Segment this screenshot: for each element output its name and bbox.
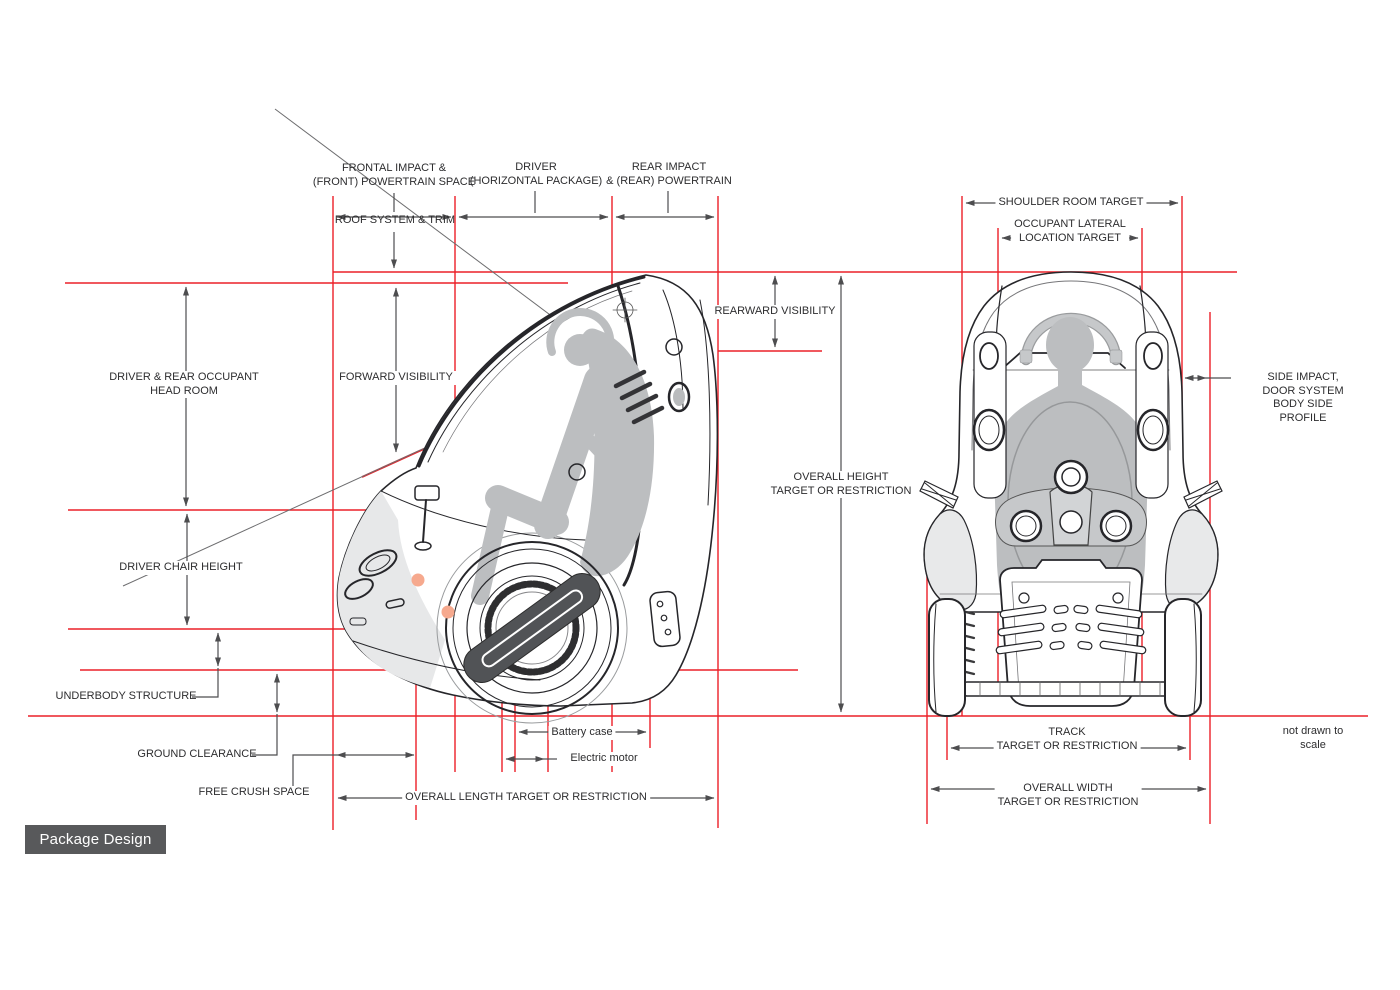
label-battery-case: Battery case — [548, 726, 616, 740]
label-driver-package: DRIVER (HORIZONTAL PACKAGE) — [469, 161, 603, 187]
label-rearward-visibility: REARWARD VISIBILITY — [711, 305, 839, 319]
label-roof-system: ROOF SYSTEM & TRIM — [334, 214, 456, 226]
label-head-room: DRIVER & REAR OCCUPANT HEAD ROOM — [106, 371, 262, 398]
package-design-tag: Package Design — [25, 825, 166, 854]
label-free-crush-space: FREE CRUSH SPACE — [198, 786, 310, 798]
label-side-impact: SIDE IMPACT, DOOR SYSTEM BODY SIDE PROFI… — [1254, 371, 1352, 425]
label-not-drawn-to-scale: not drawn to scale — [1282, 725, 1344, 751]
label-track: TRACK TARGET OR RESTRICTION — [993, 726, 1141, 753]
label-rear-impact: REAR IMPACT & (REAR) POWERTRAIN — [606, 161, 732, 187]
label-overall-width: OVERALL WIDTH TARGET OR RESTRICTION — [994, 782, 1142, 809]
label-driver-chair-height: DRIVER CHAIR HEIGHT — [116, 561, 246, 575]
label-overall-length: OVERALL LENGTH TARGET OR RESTRICTION — [402, 791, 650, 805]
hinge-marker — [612, 297, 638, 323]
drivetrain-rear — [995, 459, 1147, 547]
vent-panel-rear — [995, 559, 1147, 707]
label-frontal-impact: FRONTAL IMPACT & (FRONT) POWERTRAIN SPAC… — [312, 162, 476, 188]
label-ground-clearance: GROUND CLEARANCE — [137, 748, 257, 760]
rear-view-vehicle — [919, 271, 1223, 717]
label-shoulder-room: SHOULDER ROOM TARGET — [995, 196, 1147, 210]
side-pods — [972, 331, 1170, 499]
wheels-rear — [928, 598, 1202, 717]
label-overall-height: OVERALL HEIGHT TARGET OR RESTRICTION — [767, 471, 915, 498]
rear-panel-side — [649, 590, 681, 648]
wheel-side — [411, 541, 619, 715]
label-electric-motor: Electric motor — [567, 752, 641, 766]
label-forward-visibility: FORWARD VISIBILITY — [336, 371, 456, 385]
side-view-vehicle — [336, 274, 719, 724]
label-occupant-lateral: OCCUPANT LATERAL LOCATION TARGET — [1011, 218, 1129, 245]
winglet-mirrors — [919, 480, 1223, 509]
label-underbody-structure: UNDERBODY STRUCTURE — [55, 690, 197, 702]
vent-slats-side — [613, 369, 665, 425]
headlights — [344, 549, 405, 626]
